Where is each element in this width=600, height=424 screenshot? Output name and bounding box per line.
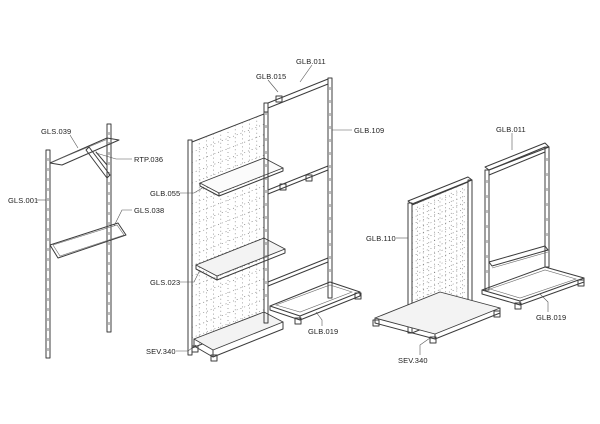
rear-frame-base <box>481 266 585 310</box>
gondola-upright-left <box>187 139 193 356</box>
leader-lines <box>37 64 549 355</box>
callout-glb019-a: GLB.019 <box>308 327 338 336</box>
callout-gls038: GLS.038 <box>134 206 164 215</box>
lower-rectangular-rail <box>49 222 127 259</box>
callout-glb011-b: GLB.011 <box>496 125 526 134</box>
upper-shelf <box>199 157 284 197</box>
rear-open-frame <box>484 142 550 291</box>
perforated-gondola-unit <box>187 77 362 362</box>
middle-shelf <box>195 237 286 281</box>
callout-gls023: GLS.023 <box>150 278 180 287</box>
callout-glb015: GLB.015 <box>256 72 286 81</box>
callout-glb011-a: GLB.011 <box>296 57 326 66</box>
callout-glb109: GLB.109 <box>354 126 384 135</box>
callout-glb110: GLB.110 <box>366 234 396 243</box>
callout-sev340-b: SEV.340 <box>398 356 428 365</box>
callout-labels: GLS.039 RTP.036 GLS.001 GLS.038 GLB.015 … <box>8 57 566 365</box>
perforated-back-panel <box>191 113 265 349</box>
top-hanging-rail <box>49 137 120 166</box>
callout-glb019-b: GLB.019 <box>536 313 566 322</box>
callout-rtp036: RTP.036 <box>134 155 163 164</box>
wall-rail-assembly <box>45 123 127 359</box>
assembled-gondola-pair <box>372 142 585 344</box>
front-perforated-panel <box>407 176 473 334</box>
base-shelf <box>191 311 284 362</box>
callout-gls001: GLS.001 <box>8 196 38 205</box>
callout-gls039: GLS.039 <box>41 127 71 136</box>
angled-arm <box>85 146 111 179</box>
front-base <box>372 291 501 344</box>
open-frame-base <box>269 281 362 325</box>
callout-sev340-a: SEV.340 <box>146 347 176 356</box>
callout-glb055: GLB.055 <box>150 189 180 198</box>
open-ladder-frame <box>263 77 333 324</box>
upright-left <box>45 149 51 359</box>
